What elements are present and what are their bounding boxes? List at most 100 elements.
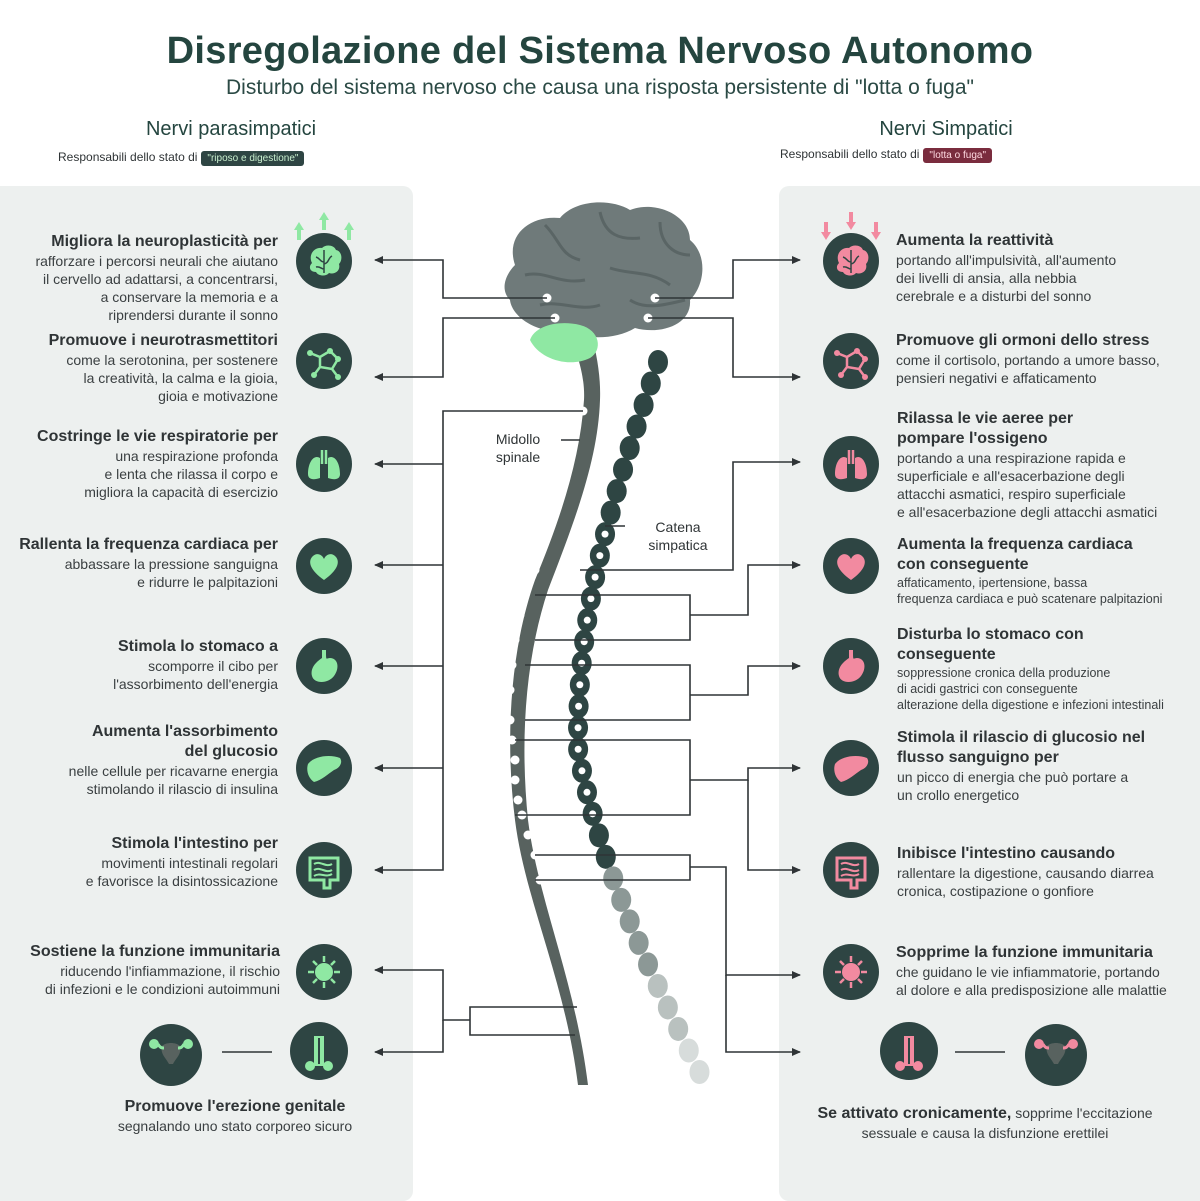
virus-icon — [296, 944, 352, 1000]
chain-ganglion — [588, 823, 609, 848]
liver-icon — [296, 740, 352, 796]
parasympathetic-heading: Nervi parasimpatici — [145, 118, 317, 140]
item-desc: nelle cellule per ricavarne energia — [68, 763, 278, 779]
item-desc: abbassare la pressione sanguigna — [64, 556, 278, 572]
symp-item-intestine: Inibisce l'intestino causando rallentare… — [897, 844, 1197, 900]
item-title: Stimola l'intestino per — [111, 835, 279, 852]
label-line: simpatica — [648, 537, 708, 553]
intestine-icon — [823, 842, 879, 898]
item-title: Promuove l'erezione genitale — [124, 1098, 346, 1115]
male-organ-icon — [290, 1022, 348, 1080]
item-desc: e favorisce la disintossicazione — [85, 873, 278, 889]
up-arrows — [294, 212, 354, 240]
item-title: Sopprime la funzione immunitaria — [896, 944, 1153, 961]
symp-item-airways: Rilassa le vie aeree per pompare l'ossig… — [897, 409, 1197, 521]
item-desc: di acidi gastrici con conseguente — [897, 682, 1078, 696]
nerve-node — [510, 775, 520, 785]
item-desc: sessuale e causa la disfunzione erettile… — [861, 1125, 1109, 1141]
brain-icon — [823, 233, 879, 289]
item-desc: movimenti intestinali regolari — [101, 855, 278, 871]
label-line: Catena — [655, 519, 701, 535]
chain-node — [583, 616, 591, 624]
item-desc: e ridurre le palpitazioni — [137, 574, 278, 590]
nerve-node — [510, 635, 520, 645]
para-item-neuroplasticity: Migliora la neuroplasticità per rafforza… — [4, 232, 278, 324]
item-desc: al dolore e alla predisposizione alle ma… — [896, 982, 1167, 998]
item-title: Sostiene la funzione immunitaria — [30, 943, 280, 960]
nerve-node — [505, 685, 515, 695]
chain-ganglion — [638, 952, 659, 977]
brain-icon — [296, 233, 352, 289]
chain-ganglion — [606, 479, 627, 504]
item-title: del glucosio — [184, 743, 278, 760]
nerve-node — [523, 830, 533, 840]
item-title: Inibisce l'intestino causando — [897, 845, 1116, 862]
brain — [504, 202, 703, 363]
nerve-node — [507, 660, 517, 670]
stomach-icon — [823, 638, 879, 694]
item-desc: gioia e motivazione — [158, 388, 278, 404]
item-desc: segnalando uno stato corporeo sicuro — [117, 1118, 353, 1134]
item-desc: come il cortisolo, portando a umore bass… — [896, 352, 1160, 368]
chain-ganglion — [657, 995, 678, 1020]
item-title: Migliora la neuroplasticità per — [51, 233, 278, 250]
item-title: Disturba lo stomaco con — [897, 626, 1084, 643]
item-desc: cronica, costipazione o gonfiore — [897, 883, 1094, 899]
chain-ganglion — [619, 909, 640, 934]
chain-ganglion — [647, 973, 668, 998]
item-desc: l'assorbimento dell'energia — [113, 676, 278, 692]
lungs-icon — [823, 436, 879, 492]
chain-node — [601, 530, 609, 538]
responsibility-text: Responsabili dello stato di — [58, 150, 198, 164]
chain-ganglion — [595, 844, 616, 869]
spinal-cord-label: Midollo spinale — [480, 430, 556, 466]
symp-item-heart-rate: Aumenta la frequenza cardiaca con conseg… — [897, 535, 1197, 607]
nerve-node — [530, 565, 540, 575]
item-desc: e all'esacerbazione degli attacchi asmat… — [897, 504, 1158, 520]
item-desc: migliora la capacità di esercizio — [84, 484, 278, 500]
item-title: Se attivato cronicamente, — [817, 1105, 1012, 1122]
chain-node — [574, 745, 582, 753]
item-title: Promuove gli ormoni dello stress — [896, 332, 1150, 349]
page-subtitle: Disturbo del sistema nervoso che causa u… — [226, 76, 974, 99]
item-desc: attacchi asmatici, respiro superficiale — [897, 486, 1126, 502]
item-title: Stimola lo stomaco a — [117, 638, 278, 655]
molecule-icon — [823, 333, 879, 389]
symp-item-immune: Sopprime la funzione immunitaria che gui… — [896, 943, 1198, 999]
nerve-node — [505, 715, 515, 725]
symp-item-genital: Se attivato cronicamente, sopprime l'ecc… — [790, 1104, 1180, 1142]
para-item-genital: Promuove l'erezione genitale segnalando … — [90, 1097, 380, 1135]
molecule-icon — [296, 333, 352, 389]
heart-icon — [296, 538, 352, 594]
item-title: Stimola il rilascio di glucosio nel — [897, 729, 1146, 746]
item-title: Promuove i neurotrasmettitori — [48, 332, 278, 349]
nerve-node — [520, 590, 530, 600]
chain-ganglion — [628, 930, 649, 955]
responsibility-text: Responsabili dello stato di — [780, 147, 920, 161]
item-title: Aumenta la reattività — [896, 232, 1054, 249]
chain-ganglion — [613, 457, 634, 482]
para-item-airways: Costringe le vie respiratorie per una re… — [4, 427, 278, 501]
chain-node — [596, 552, 604, 560]
nerve-node — [515, 610, 525, 620]
item-title: Rallenta la frequenza cardiaca per — [19, 536, 278, 553]
chain-node — [591, 573, 599, 581]
item-desc: scomporre il cibo per — [148, 658, 278, 674]
stomach-icon — [296, 638, 352, 694]
chain-ganglion — [626, 414, 647, 439]
parasympathetic-responsibility: Responsabili dello stato di"riposo e dig… — [58, 150, 305, 166]
symp-item-reactivity: Aumenta la reattività portando all'impul… — [896, 231, 1196, 305]
symp-item-stomach: Disturba lo stomaco con conseguente sopp… — [897, 625, 1197, 713]
chain-ganglion — [689, 1060, 710, 1084]
item-desc: un crollo energetico — [897, 787, 1020, 803]
lungs-icon — [296, 436, 352, 492]
label-line: spinale — [495, 449, 541, 465]
item-title: Aumenta la frequenza cardiaca — [897, 536, 1133, 553]
nerve-node — [507, 735, 517, 745]
spinal-cord — [510, 330, 601, 1085]
para-item-neurotransmitters: Promuove i neurotrasmettitori come la se… — [4, 331, 278, 405]
item-desc: frequenza cardiaca e può scatenare palpi… — [897, 592, 1163, 606]
fight-flight-badge: "lotta o fuga" — [923, 148, 993, 163]
chain-ganglion — [633, 393, 654, 418]
heart-icon — [823, 538, 879, 594]
